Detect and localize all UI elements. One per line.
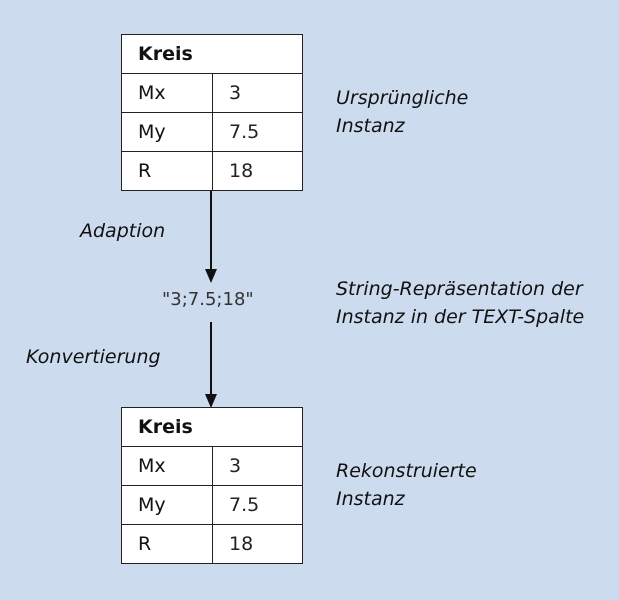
table-header-row: Kreis xyxy=(121,34,303,74)
table-row: R 18 xyxy=(121,151,303,191)
original-r-key: R xyxy=(121,151,213,191)
reconstructed-r-value: 18 xyxy=(212,524,303,564)
table-row: Mx 3 xyxy=(121,73,303,113)
original-my-value: 7.5 xyxy=(212,112,303,152)
reconstructed-my-value: 7.5 xyxy=(212,485,303,525)
original-instance-title: Kreis xyxy=(121,34,303,74)
reconstructed-note-line-2: Instanz xyxy=(336,488,405,510)
adaption-label: Adaption xyxy=(80,220,166,242)
table-row: My 7.5 xyxy=(121,112,303,152)
adaption-arrow xyxy=(205,191,217,283)
reconstructed-r-key: R xyxy=(121,524,213,564)
reconstructed-my-key: My xyxy=(121,485,213,525)
konvertierung-label: Konvertierung xyxy=(26,346,161,368)
string-note-line-2: Instanz in der TEXT-Spalte xyxy=(336,306,585,328)
reconstructed-instance-title: Kreis xyxy=(121,407,303,447)
original-r-value: 18 xyxy=(212,151,303,191)
original-instance-note: Ursprüngliche Instanz xyxy=(336,84,468,140)
reconstructed-note-line-1: Rekonstruierte xyxy=(336,460,477,482)
original-mx-key: Mx xyxy=(121,73,213,113)
table-row: My 7.5 xyxy=(121,485,303,525)
string-representation-value: "3;7.5;18" xyxy=(162,289,254,310)
konvertierung-arrow xyxy=(205,322,217,408)
reconstructed-mx-key: Mx xyxy=(121,446,213,486)
original-note-line-2: Instanz xyxy=(336,115,405,137)
reconstructed-mx-value: 3 xyxy=(212,446,303,486)
original-instance-table: Kreis Mx 3 My 7.5 R 18 xyxy=(121,34,303,191)
table-row: Mx 3 xyxy=(121,446,303,486)
string-note-line-1: String-Repräsentation der xyxy=(336,278,583,300)
original-my-key: My xyxy=(121,112,213,152)
original-mx-value: 3 xyxy=(212,73,303,113)
table-row: R 18 xyxy=(121,524,303,564)
original-note-line-1: Ursprüngliche xyxy=(336,87,469,109)
string-representation-note: String-Repräsentation der Instanz in der… xyxy=(336,275,584,331)
reconstructed-instance-note: Rekonstruierte Instanz xyxy=(336,457,477,513)
reconstructed-instance-table: Kreis Mx 3 My 7.5 R 18 xyxy=(121,407,303,564)
table-header-row: Kreis xyxy=(121,407,303,447)
